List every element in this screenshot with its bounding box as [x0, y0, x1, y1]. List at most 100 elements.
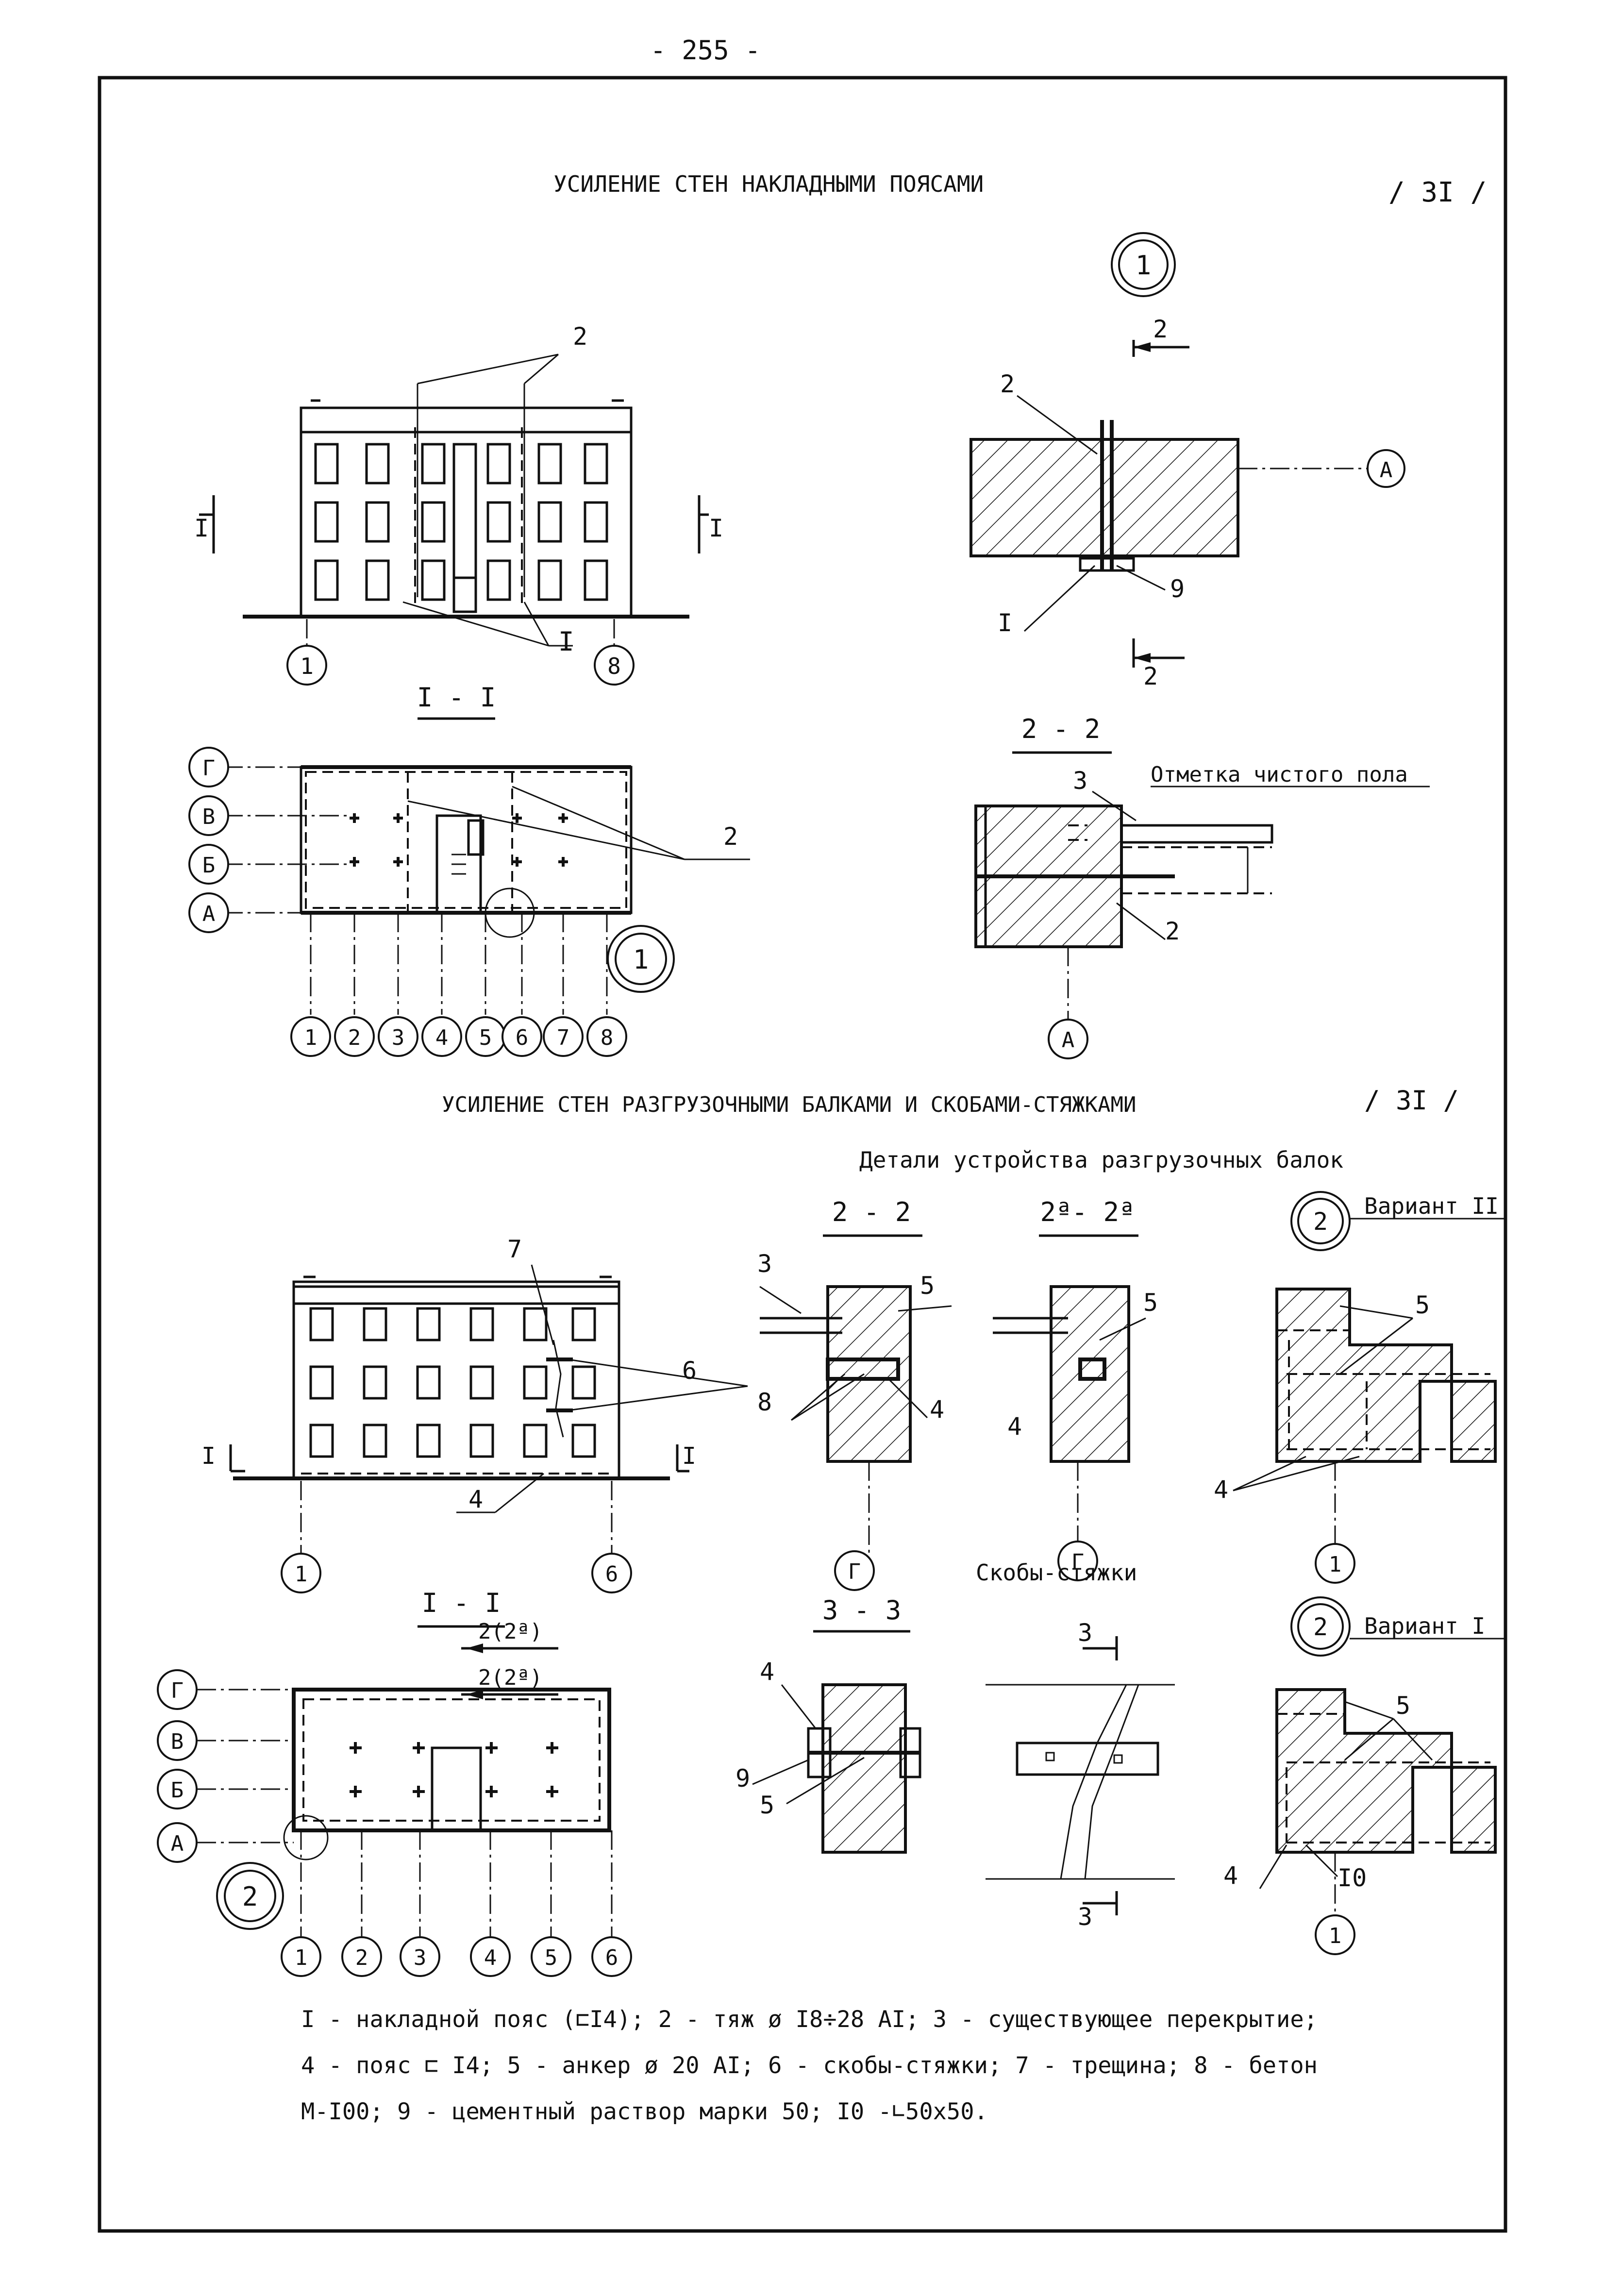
- svg-text:2: 2: [242, 1881, 258, 1912]
- svg-text:2: 2: [573, 322, 587, 351]
- legend-line-3: М-I00; 9 - цементный раствор марки 50; I…: [301, 2098, 988, 2125]
- svg-text:3 - 3: 3 - 3: [822, 1595, 902, 1626]
- plan-1-1: I - I 2 Г: [188, 682, 750, 1057]
- svg-text:Вариант I: Вариант I: [1364, 1613, 1485, 1639]
- section1-ref: / 3I /: [1388, 177, 1487, 208]
- svg-text:I: I: [709, 514, 723, 542]
- svg-text:2(2ª): 2(2ª): [478, 1619, 542, 1644]
- svg-text:1: 1: [633, 944, 649, 975]
- svg-text:5: 5: [1415, 1291, 1430, 1319]
- svg-text:А: А: [171, 1831, 184, 1856]
- svg-text:I0: I0: [1338, 1864, 1367, 1892]
- svg-text:7: 7: [557, 1025, 570, 1050]
- section2-subtitle: Детали устройства разгрузочных балок: [859, 1147, 1343, 1173]
- svg-text:3: 3: [1073, 767, 1087, 795]
- svg-text:5: 5: [1143, 1289, 1158, 1317]
- svg-text:1: 1: [295, 1562, 308, 1587]
- plan-2-1-1: I - I 2(2ª) 2(2ª) Г В: [157, 1588, 632, 1977]
- svg-text:1: 1: [295, 1945, 308, 1970]
- svg-text:Скобы-стяжки: Скобы-стяжки: [976, 1559, 1137, 1586]
- svg-text:В: В: [202, 804, 216, 829]
- svg-text:3: 3: [1078, 1619, 1092, 1647]
- svg-text:Б: Б: [171, 1778, 184, 1803]
- svg-text:8: 8: [757, 1388, 772, 1416]
- svg-text:4: 4: [1223, 1861, 1238, 1890]
- svg-text:В: В: [171, 1729, 184, 1754]
- svg-text:9: 9: [1170, 575, 1185, 603]
- section2-title: УСИЛЕНИЕ СТЕН РАЗГРУЗОЧНЫМИ БАЛКАМИ И СК…: [442, 1092, 1136, 1117]
- braces-detail: Скобы-стяжки 3 3: [976, 1559, 1175, 1931]
- svg-text:2: 2: [1165, 917, 1180, 945]
- variant-1-detail: 2 Вариант I 5 4 I0 1: [1223, 1596, 1505, 1955]
- svg-text:2: 2: [1143, 662, 1158, 690]
- variant-2-detail: 2 Вариант II 5 4 1: [1214, 1191, 1505, 1584]
- svg-text:1: 1: [1136, 250, 1152, 281]
- svg-text:5: 5: [920, 1272, 935, 1300]
- sheet-frame: [98, 76, 1507, 2233]
- svg-text:2: 2: [1313, 1613, 1328, 1641]
- svg-text:5: 5: [545, 1945, 558, 1970]
- svg-text:I: I: [201, 1442, 216, 1470]
- svg-text:2ª- 2ª: 2ª- 2ª: [1040, 1197, 1135, 1227]
- svg-text:I - I: I - I: [422, 1588, 501, 1618]
- svg-text:Г: Г: [848, 1559, 861, 1584]
- section-3-3: 3 - 3 4 9 5: [736, 1595, 921, 1854]
- svg-text:3: 3: [757, 1250, 772, 1278]
- svg-text:2: 2: [348, 1025, 361, 1050]
- section-2-2-2: 2 - 2 3 5 8 4 Г: [757, 1197, 952, 1591]
- svg-text:I: I: [998, 609, 1012, 637]
- svg-text:1: 1: [300, 653, 314, 679]
- facade-2: 7 6 4 I I 1 6: [201, 1235, 748, 1593]
- section-1-2-2: 2 - 2 3 Отметка чистого пола 2 А: [974, 714, 1430, 1059]
- svg-text:4: 4: [468, 1485, 483, 1513]
- svg-text:6: 6: [605, 1562, 619, 1587]
- callout-1-plan: 1: [607, 925, 675, 993]
- detail-1: 2 А 2 I 9 2: [970, 315, 1405, 690]
- svg-text:Вариант II: Вариант II: [1364, 1193, 1499, 1219]
- section2-ref: / 3I /: [1364, 1085, 1459, 1116]
- svg-text:7: 7: [507, 1235, 522, 1263]
- svg-text:6: 6: [516, 1025, 529, 1050]
- svg-text:Б: Б: [202, 853, 216, 878]
- svg-text:4: 4: [435, 1025, 449, 1050]
- svg-text:6: 6: [605, 1945, 619, 1970]
- svg-text:Г: Г: [171, 1678, 184, 1703]
- svg-text:2: 2: [1000, 370, 1015, 398]
- svg-text:2: 2: [723, 822, 738, 851]
- svg-text:4: 4: [484, 1945, 497, 1970]
- svg-text:1: 1: [1329, 1552, 1342, 1577]
- svg-text:6: 6: [682, 1357, 697, 1385]
- svg-text:4: 4: [1007, 1412, 1022, 1441]
- svg-text:2 - 2: 2 - 2: [832, 1197, 911, 1227]
- svg-text:Отметка чистого пола: Отметка чистого пола: [1151, 762, 1408, 787]
- svg-text:2(2ª): 2(2ª): [478, 1665, 542, 1690]
- svg-text:1: 1: [1329, 1924, 1342, 1948]
- svg-text:4: 4: [930, 1395, 944, 1424]
- svg-text:А: А: [202, 902, 216, 926]
- section-2a-2a: 2ª- 2ª 5 4 Г: [993, 1197, 1158, 1581]
- svg-text:5: 5: [1396, 1692, 1410, 1720]
- svg-text:А: А: [1380, 458, 1393, 483]
- svg-text:4: 4: [1214, 1475, 1228, 1504]
- callout-1-top: 1: [1111, 232, 1176, 297]
- svg-text:2: 2: [1313, 1207, 1328, 1236]
- legend-line-1: I - накладной пояс (⊏I4); 2 - тяж ø I8÷2…: [301, 2006, 1318, 2033]
- svg-text:5: 5: [760, 1791, 774, 1819]
- svg-text:8: 8: [607, 653, 621, 679]
- svg-text:I: I: [194, 514, 209, 542]
- svg-text:Г: Г: [202, 756, 216, 781]
- legend-line-2: 4 - пояс ⊏ I4; 5 - анкер ø 20 AI; 6 - ск…: [301, 2052, 1318, 2079]
- svg-text:4: 4: [760, 1658, 774, 1686]
- svg-text:I: I: [682, 1442, 696, 1470]
- section1-title: УСИЛЕНИЕ СТЕН НАКЛАДНЫМИ ПОЯСАМИ: [553, 171, 984, 197]
- svg-text:I - I: I - I: [417, 682, 496, 713]
- svg-text:2: 2: [355, 1945, 368, 1970]
- facade-1: 2 I I I 1 8: [194, 322, 723, 686]
- svg-text:2 - 2: 2 - 2: [1021, 714, 1101, 744]
- svg-text:А: А: [1062, 1028, 1075, 1053]
- svg-text:5: 5: [479, 1025, 492, 1050]
- svg-text:3: 3: [1078, 1903, 1092, 1931]
- callout-2-plan: 2: [216, 1862, 284, 1930]
- page-number: - 255 -: [650, 35, 761, 66]
